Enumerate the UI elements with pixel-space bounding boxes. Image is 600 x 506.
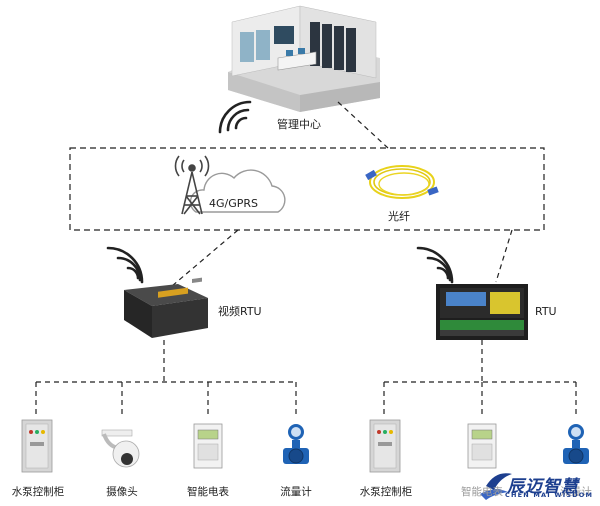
video-rtu-device-icon	[124, 277, 208, 338]
wifi-signal-icon	[416, 246, 454, 284]
cloud-icon	[189, 169, 286, 213]
wifi-signal-icon	[218, 100, 252, 134]
network-box	[69, 147, 545, 231]
smart-meter-icon	[193, 423, 223, 469]
company-logo-name: 辰迈智慧	[507, 477, 579, 497]
pump-control-cabinet-icon	[21, 419, 53, 473]
network-4g-label: 4G/GPRS	[209, 197, 258, 210]
wifi-signal-icon	[106, 246, 144, 284]
device-label-pump-cabinet: 水泵控制柜	[11, 486, 65, 498]
device-label-smart-meter: 智能电表	[461, 486, 503, 498]
device-label-flow-meter: 流量计	[560, 486, 592, 498]
rtu-device-icon	[436, 284, 528, 340]
device-label-camera: 摄像头	[106, 486, 138, 498]
smart-meter-icon	[467, 423, 497, 469]
dome-camera-icon	[101, 429, 140, 468]
flow-meter-icon	[563, 424, 589, 464]
flow-meter-icon	[283, 424, 309, 464]
fiber-optic-icon	[365, 165, 439, 199]
device-label-flow-meter: 流量计	[280, 486, 312, 498]
link-network-to-rtu	[495, 229, 513, 283]
device-label-smart-meter: 智能电表	[187, 486, 229, 498]
link-network-to-video-rtu	[171, 229, 239, 287]
rtu-label: RTU	[535, 305, 557, 318]
device-label-pump-cabinet: 水泵控制柜	[359, 486, 413, 498]
company-logo-icon	[480, 473, 512, 500]
video-rtu-label: 视频RTU	[218, 304, 262, 318]
management-center-label: 管理中心	[277, 117, 321, 131]
management-center-room-icon	[228, 5, 380, 112]
link-center-to-network	[337, 101, 389, 149]
pump-control-cabinet-icon	[369, 419, 401, 473]
fiber-label: 光纤	[388, 209, 410, 223]
cell-tower-icon	[174, 155, 210, 215]
company-logo-tagline: CHEN MAI WISDOM	[505, 491, 594, 499]
